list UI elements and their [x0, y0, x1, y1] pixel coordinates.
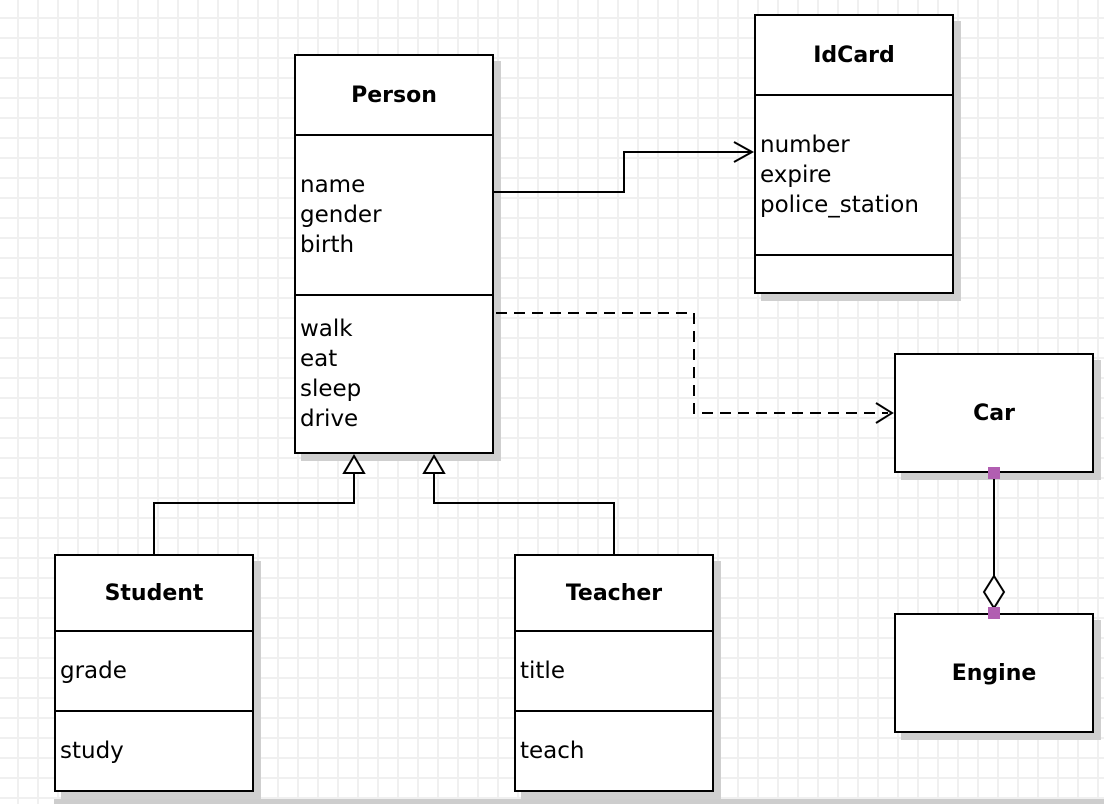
method: sleep	[300, 376, 362, 402]
attribute: police_station	[760, 192, 919, 218]
class-title: IdCard	[813, 42, 895, 68]
attribute: grade	[60, 658, 127, 684]
open-arrowhead-icon	[875, 402, 894, 424]
uml-class-student[interactable]: Student grade study	[54, 554, 254, 792]
attribute: number	[760, 132, 850, 158]
class-attributes: name gender birth	[296, 134, 492, 294]
attribute: title	[520, 658, 565, 684]
open-arrowhead-icon	[733, 141, 755, 163]
uml-class-car[interactable]: Car	[894, 353, 1094, 473]
method: drive	[300, 406, 359, 432]
generalization-teacher-person[interactable]	[422, 454, 615, 554]
attribute: birth	[300, 232, 355, 258]
method: walk	[300, 316, 353, 342]
dependency-person-car[interactable]	[496, 312, 894, 424]
class-title: Person	[351, 82, 437, 108]
hollow-triangle-icon	[342, 454, 366, 474]
class-attributes: grade	[56, 630, 252, 710]
uml-class-teacher[interactable]: Teacher title teach	[514, 554, 714, 792]
class-attributes: title	[516, 630, 712, 710]
aggregation-car-engine[interactable]	[982, 467, 1006, 619]
uml-class-idcard[interactable]: IdCard number expire police_station	[754, 14, 954, 294]
attribute: expire	[760, 162, 832, 188]
association-person-idcard[interactable]	[494, 141, 755, 193]
attribute: gender	[300, 202, 382, 228]
attribute: name	[300, 172, 366, 198]
uml-class-engine[interactable]: Engine	[894, 613, 1094, 733]
class-title: Student	[104, 580, 204, 606]
class-title: Engine	[951, 660, 1037, 686]
class-methods: teach	[516, 710, 712, 790]
class-title: Car	[973, 400, 1015, 426]
class-methods: study	[56, 710, 252, 790]
method: eat	[300, 346, 338, 372]
method: study	[60, 738, 124, 764]
generalization-student-person[interactable]	[153, 454, 366, 554]
class-title: Teacher	[565, 580, 663, 606]
hollow-diamond-icon	[982, 574, 1006, 610]
canvas-bottom-edge	[54, 799, 1104, 804]
hollow-triangle-icon	[422, 454, 446, 474]
class-methods: walk eat sleep drive	[296, 294, 492, 452]
uml-class-person[interactable]: Person name gender birth walk eat sleep …	[294, 54, 494, 454]
class-attributes: number expire police_station	[756, 94, 952, 254]
method: teach	[520, 738, 585, 764]
class-methods-empty	[756, 254, 952, 292]
